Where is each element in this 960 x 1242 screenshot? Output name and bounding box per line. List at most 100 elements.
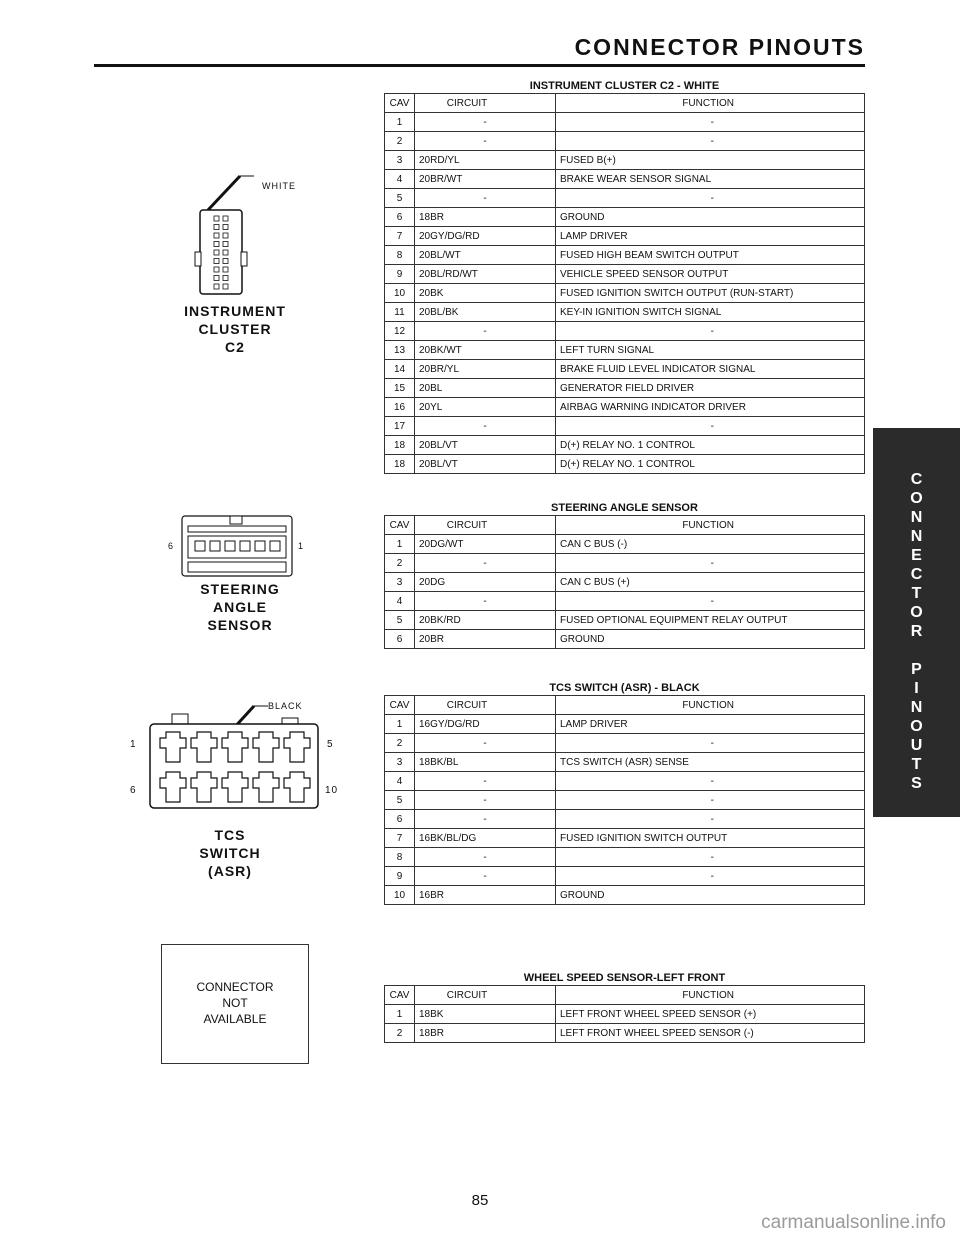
table-row: 17-- — [384, 416, 865, 436]
label-line: ANGLE — [213, 599, 267, 615]
cell-circuit: 20BR — [414, 629, 556, 649]
pin-cavity — [239, 540, 251, 552]
pin-cavity — [213, 283, 220, 290]
pin-label-top-left: 1 — [130, 739, 137, 750]
cell-function: TCS SWITCH (ASR) SENSE — [555, 752, 865, 772]
cell-function: - — [555, 771, 865, 791]
cell-circuit: 20YL — [414, 397, 556, 417]
cell-circuit: - — [414, 866, 556, 886]
cell-function: - — [555, 866, 865, 886]
cell-function: FUSED HIGH BEAM SWITCH OUTPUT — [555, 245, 865, 265]
pin-cavity — [252, 731, 280, 763]
pin-label-left: 6 — [168, 541, 175, 551]
cell-cav: 18 — [384, 435, 415, 455]
cell-cav: 11 — [384, 302, 415, 322]
cell-cav: 2 — [384, 733, 415, 753]
pin-cavity — [221, 771, 249, 803]
pin-label-right: 1 — [298, 541, 305, 551]
label-line: STEERING — [200, 581, 280, 597]
pin-cavity — [213, 249, 220, 256]
pin-cavity — [159, 731, 187, 763]
side-tab-letter: I — [914, 680, 919, 697]
column-header-function: FUNCTION — [555, 93, 865, 113]
cell-function: LEFT TURN SIGNAL — [555, 340, 865, 360]
cell-circuit: 20DG — [414, 572, 556, 592]
side-tab-letter: R — [910, 623, 923, 640]
cell-circuit: 20BL/VT — [414, 435, 556, 455]
cell-cav: 13 — [384, 340, 415, 360]
connector-lower-rib — [187, 561, 287, 573]
side-tab-letter: U — [910, 737, 923, 754]
table-row: 9-- — [384, 866, 865, 886]
cell-cav: 6 — [384, 629, 415, 649]
side-tab-letter: C — [910, 471, 923, 488]
pin-cavity — [213, 232, 220, 239]
cell-cav: 4 — [384, 771, 415, 791]
label-line: CLUSTER — [198, 321, 272, 337]
cell-circuit: - — [414, 188, 556, 208]
connector-latch-left — [194, 251, 202, 267]
cell-function: LEFT FRONT WHEEL SPEED SENSOR (+) — [555, 1004, 865, 1024]
pin-cavity — [190, 771, 218, 803]
side-tab-letter: C — [910, 566, 923, 583]
column-header-circuit: CIRCUIT — [414, 515, 556, 535]
cell-function: KEY-IN IGNITION SWITCH SIGNAL — [555, 302, 865, 322]
cell-cav: 15 — [384, 378, 415, 398]
pin-cavity — [283, 731, 311, 763]
page-title: CONNECTOR PINOUTS — [574, 34, 865, 60]
pin-cavity — [283, 771, 311, 803]
pin-cavity — [213, 275, 220, 281]
cell-cav: 1 — [384, 534, 415, 554]
cell-function: D(+) RELAY NO. 1 CONTROL — [555, 435, 865, 455]
pin-cavity — [222, 275, 229, 281]
cell-function: - — [555, 809, 865, 829]
cell-circuit: - — [414, 771, 556, 791]
table-title: STEERING ANGLE SENSOR — [551, 502, 698, 514]
cell-circuit: - — [414, 847, 556, 867]
cell-cav: 6 — [384, 207, 415, 227]
table-row: 2-- — [384, 131, 865, 151]
label-line: TCS — [214, 827, 246, 843]
pin-cavity — [222, 249, 229, 256]
pin-cavity — [213, 224, 220, 230]
connector-color-tag-white: WHITE — [262, 181, 296, 191]
cell-function: VEHICLE SPEED SENSOR OUTPUT — [555, 264, 865, 284]
cell-function: FUSED B(+) — [555, 150, 865, 170]
cell-circuit: - — [414, 733, 556, 753]
cell-circuit: 20BK/WT — [414, 340, 556, 360]
cell-function: CAN C BUS (+) — [555, 572, 865, 592]
column-header-cav: CAV — [384, 985, 415, 1005]
cell-circuit: 20BL/WT — [414, 245, 556, 265]
na-line: NOT — [222, 996, 248, 1010]
cell-cav: 1 — [384, 714, 415, 734]
pin-cavity — [224, 540, 236, 552]
column-header-cav: CAV — [384, 695, 415, 715]
na-line: AVAILABLE — [203, 1012, 267, 1026]
cell-function: LEFT FRONT WHEEL SPEED SENSOR (-) — [555, 1023, 865, 1043]
pin-cavity — [190, 731, 218, 763]
cell-circuit: - — [414, 591, 556, 611]
side-tab-letter: E — [911, 547, 922, 564]
cell-function: GROUND — [555, 629, 865, 649]
instrument-cluster-label: INSTRUMENT CLUSTER C2 — [175, 302, 295, 356]
cell-function: GENERATOR FIELD DRIVER — [555, 378, 865, 398]
cell-function: GROUND — [555, 885, 865, 905]
na-line: CONNECTOR — [196, 980, 274, 994]
table-row: 8-- — [384, 847, 865, 867]
cell-cav: 16 — [384, 397, 415, 417]
table-row: 4-- — [384, 591, 865, 611]
